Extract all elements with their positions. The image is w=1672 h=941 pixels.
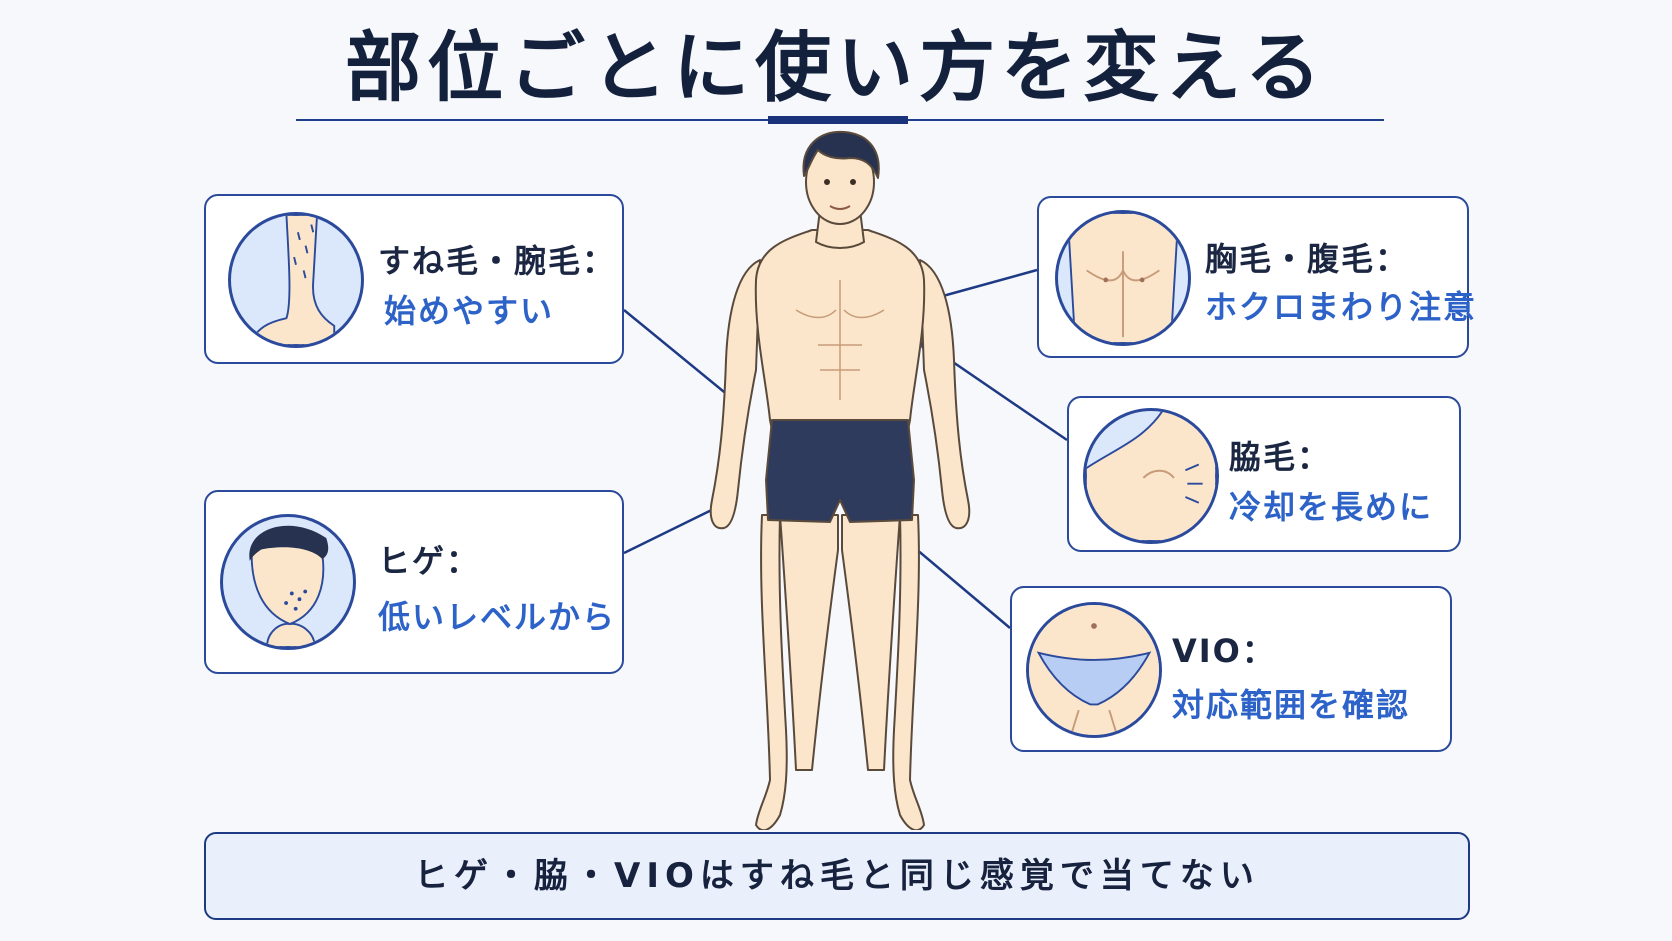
card-armpit: 脇毛： 冷却を長めに — [1067, 396, 1461, 552]
armpit-illustration — [1083, 408, 1219, 544]
card-vio: VIO： 対応範囲を確認 — [1010, 586, 1452, 752]
figure-right-leg — [892, 514, 925, 830]
card-vio-label: VIO： — [1172, 632, 1276, 670]
card-beard-tip: 低いレベルから — [378, 598, 617, 636]
card-shin-label: すね毛・腕毛： — [378, 242, 617, 280]
page-title: 部位ごとに使い方を変える — [345, 23, 1327, 112]
card-armpit-label: 脇毛： — [1229, 438, 1332, 476]
title-underline-accent — [768, 116, 908, 124]
figure-left-arm — [709, 259, 761, 530]
figure-inner-legs — [779, 514, 839, 771]
card-shin-arm-hair: すね毛・腕毛： 始めやすい — [204, 194, 624, 364]
chest-illustration — [1055, 210, 1191, 346]
card-beard: ヒゲ： 低いレベルから — [204, 490, 624, 674]
card-armpit-tip: 冷却を長めに — [1229, 488, 1434, 526]
connector-shin — [623, 309, 741, 406]
card-chest-belly-hair: 胸毛・腹毛： ホクロまわり注意 — [1037, 196, 1475, 358]
figure-shorts — [765, 419, 915, 523]
shin-illustration — [228, 212, 364, 348]
male-figure-illustration — [709, 130, 971, 830]
card-shin-tip: 始めやすい — [384, 292, 555, 330]
figure-left-leg — [755, 514, 788, 830]
card-chest-label: 胸毛・腹毛： — [1205, 240, 1410, 278]
vio-illustration — [1026, 602, 1162, 738]
banner-text: ヒゲ・脇・VIOはすね毛と同じ感覚で当てない — [414, 856, 1260, 896]
beard-illustration — [220, 514, 356, 650]
card-vio-tip: 対応範囲を確認 — [1172, 686, 1411, 724]
bottom-banner: ヒゲ・脇・VIOはすね毛と同じ感覚で当てない — [204, 832, 1470, 920]
card-beard-label: ヒゲ： — [378, 542, 481, 580]
figure-hair — [802, 130, 880, 179]
figure-right-arm — [919, 259, 971, 530]
card-chest-tip: ホクロまわり注意 — [1205, 288, 1478, 326]
